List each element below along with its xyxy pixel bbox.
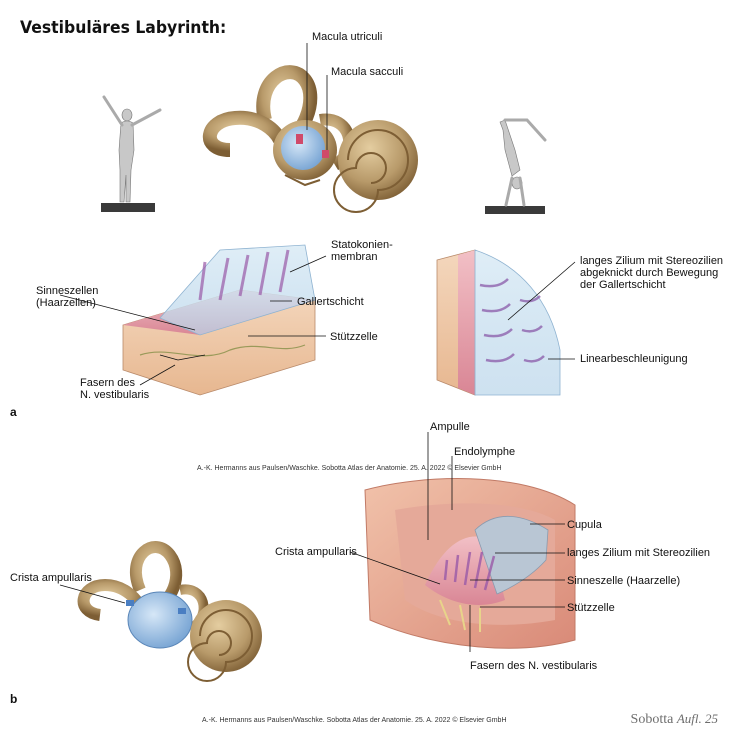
brand-name: Sobotta — [630, 712, 674, 727]
label-gallertschicht: Gallertschicht — [297, 296, 364, 308]
label-macula-sacculi: Macula sacculi — [331, 66, 404, 78]
label-statokonien-line1: Statokonien- — [331, 239, 393, 251]
macula-cross-section — [122, 244, 316, 396]
label-cupula: Cupula — [567, 519, 602, 531]
label-sinneszelle-b: Sinneszelle (Haarzelle) — [567, 575, 681, 587]
credit-line-mid: A.-K. Hermanns aus Paulsen/Waschke. Sobo… — [197, 465, 502, 472]
credit-line-bottom: A.-K. Hermanns aus Paulsen/Waschke. Sobo… — [202, 717, 507, 724]
label-zilium-line1: langes Zilium mit Stereozilien — [580, 255, 724, 267]
label-crista-ampullaris-left: Crista ampullaris — [10, 572, 92, 584]
label-macula-utriculi: Macula utriculi — [312, 31, 383, 43]
label-crista-ampullaris-right: Crista ampullaris — [275, 546, 357, 558]
label-linearbeschleunigung: Linearbeschleunigung — [580, 353, 688, 365]
leader-lines — [59, 43, 576, 652]
ampulla-cross-section — [364, 478, 576, 649]
label-stuetzzelle-a: Stützzelle — [330, 331, 378, 343]
inner-ear-bottom-illustration — [77, 541, 262, 682]
panel-label-a: a — [10, 405, 17, 419]
inner-ear-top-illustration — [203, 65, 418, 213]
page-title: Vestibuläres Labyrinth: — [20, 18, 227, 38]
label-ampulle: Ampulle — [430, 421, 470, 433]
label-zilium-b: langes Zilium mit Stereozilien — [567, 547, 711, 559]
label-sinneszellen-line2: (Haarzellen) — [36, 297, 96, 309]
label-zilium-line3: der Gallertschicht — [580, 279, 666, 291]
brand-edition: Aufl. 25 — [676, 711, 718, 726]
label-fasern-line2: N. vestibularis — [80, 389, 150, 401]
sobotta-brand: Sobotta Aufl. 25 — [631, 711, 718, 728]
label-stuetzzelle-b: Stützzelle — [567, 602, 615, 614]
label-fasern-b: Fasern des N. vestibularis — [470, 660, 598, 672]
handstand-person-figure — [485, 118, 547, 214]
label-zilium-line2: abgeknickt durch Bewegung — [580, 267, 719, 279]
standing-person-figure — [101, 95, 162, 212]
hair-cell-bending-illustration — [436, 249, 561, 396]
panel-label-b: b — [10, 692, 18, 706]
label-statokonien-line2: membran — [331, 251, 378, 263]
label-endolymphe: Endolymphe — [454, 446, 516, 458]
label-sinneszellen-line1: Sinneszellen — [36, 285, 99, 297]
label-fasern-line1: Fasern des — [80, 377, 136, 389]
